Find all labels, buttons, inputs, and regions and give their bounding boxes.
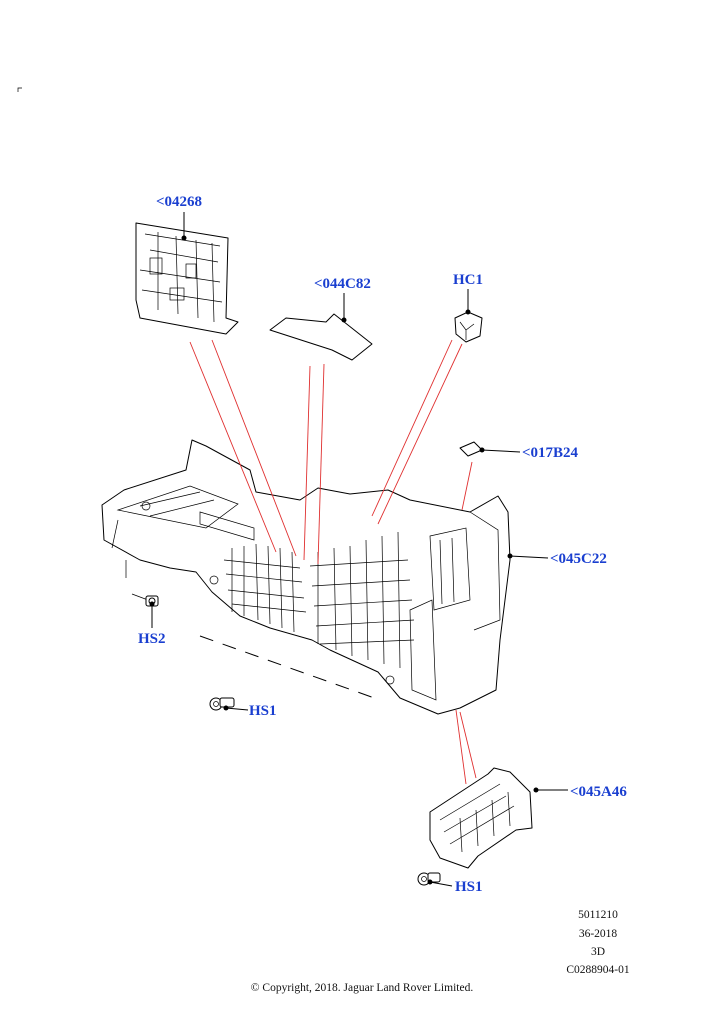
- callout-045C22[interactable]: <045C22: [550, 551, 607, 567]
- part-045C22-housing[interactable]: [101, 439, 511, 715]
- callout-044C82[interactable]: <044C82: [314, 276, 371, 292]
- callout-HS1-lower[interactable]: HS1: [455, 879, 483, 895]
- callout-HS2[interactable]: HS2: [138, 631, 166, 647]
- ref-date: 36-2018: [578, 928, 618, 940]
- guide-lines: [189, 339, 477, 785]
- leader-lines: [149, 212, 568, 887]
- callout-017B24[interactable]: <017B24: [522, 445, 579, 461]
- callout-HC1[interactable]: HC1: [453, 272, 483, 288]
- callout-045A46[interactable]: <045A46: [570, 784, 627, 800]
- callout-04268[interactable]: <04268: [156, 194, 202, 210]
- ref-view: 3D: [590, 946, 606, 958]
- part-017B24-pad[interactable]: [459, 441, 483, 457]
- copyright-notice: © Copyright, 2018. Jaguar Land Rover Lim…: [250, 982, 474, 994]
- ref-drawing-id: C0288904-01: [566, 964, 630, 976]
- part-HS1-bolt-lower[interactable]: [417, 872, 441, 886]
- ref-number: 5011210: [578, 909, 618, 921]
- part-HC1-clip[interactable]: [454, 311, 483, 343]
- corner-mark: [17, 87, 22, 92]
- callout-HS1-upper[interactable]: HS1: [249, 703, 277, 719]
- part-04268-panel[interactable]: [135, 222, 239, 335]
- dashed-outline: [199, 635, 381, 701]
- part-044C82-pad[interactable]: [269, 313, 373, 361]
- part-045A46-bracket[interactable]: [429, 767, 533, 869]
- part-HS1-bolt-upper[interactable]: [209, 697, 235, 711]
